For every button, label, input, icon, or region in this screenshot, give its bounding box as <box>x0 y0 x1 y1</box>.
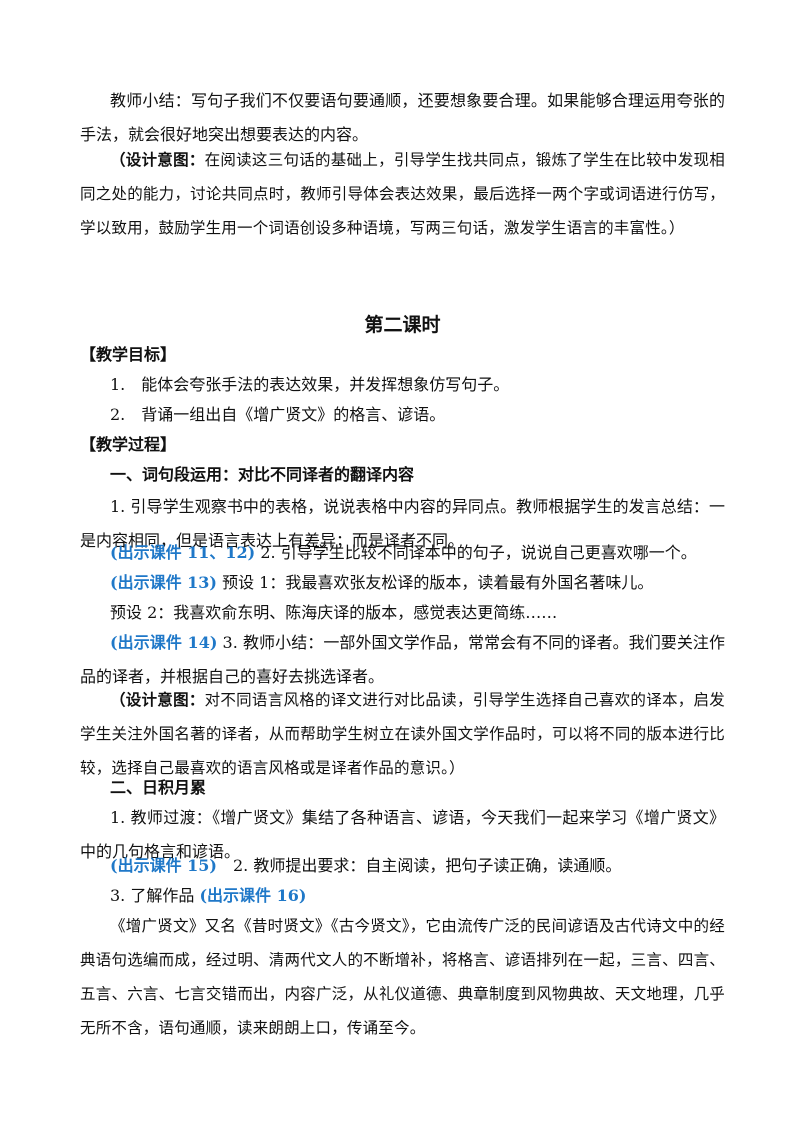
courseware-ref: (出示课件 13) <box>110 573 217 592</box>
section-2-step-2-text: 2. 教师提出要求：自主阅读，把句子读正确，读通顺。 <box>216 856 622 875</box>
process-heading: 【教学过程】 <box>80 435 177 454</box>
courseware-ref: (出示课件 15) <box>110 856 217 875</box>
work-introduction: 《增广贤文》又名《昔时贤文》《古今贤文》，它由流传广泛的民间谚语及古代诗文中的经… <box>80 909 725 1045</box>
section-2-step-3: 3. 了解作品 (出示课件 16) <box>80 879 725 913</box>
teacher-summary-text: 教师小结：写句子我们不仅要语句要通顺，还要想象要合理。如果能够合理运用夸张的手法… <box>80 91 725 144</box>
section-2-step-1-text: 1. 教师过渡：《增广贤文》集结了各种语言、谚语，今天我们一起来学习《增广贤文》… <box>80 808 725 861</box>
section-1-step-2-text: 2. 引导学生比较不同译本中的句子，说说自己更喜欢哪一个。 <box>255 543 697 562</box>
section-1-step-3: (出示课件 14) 3. 教师小结：一部外国文学作品，常常会有不同的译者。我们要… <box>80 626 725 694</box>
design-intent-label: （设计意图： <box>110 150 205 169</box>
section-1-step-1: 1. 引导学生观察书中的表格，说说表格中内容的异同点。教师根据学生的发言总结：一… <box>80 490 725 558</box>
design-intent-text: 在阅读这三句话的基础上，引导学生找共同点，锻炼了学生在比较中发现相同之处的能力，… <box>80 151 725 237</box>
design-intent-label: （设计意图： <box>110 690 205 709</box>
section-1-heading: 一、词句段运用：对比不同译者的翻译内容 <box>110 465 415 484</box>
section-1-step-3-text: 3. 教师小结：一部外国文学作品，常常会有不同的译者。我们要关注作品的译者，并根… <box>80 633 725 686</box>
preset-2: 预设 2：我喜欢俞东明、陈海庆译的版本，感觉表达更简练…… <box>110 603 558 622</box>
courseware-ref: (出示课件 11、12) <box>110 543 256 562</box>
work-introduction-text: 《增广贤文》又名《昔时贤文》《古今贤文》，它由流传广泛的民间谚语及古代诗文中的经… <box>80 917 725 1037</box>
goal-item: 1. 能体会夸张手法的表达效果，并发挥想象仿写句子。 <box>110 375 510 394</box>
preset-1-text: 预设 1：我最喜欢张友松译的版本，读着最有外国名著味儿。 <box>216 573 654 592</box>
goal-item: 2. 背诵一组出自《增广贤文》的格言、谚语。 <box>110 405 446 424</box>
section-1-step-1-text: 1. 引导学生观察书中的表格，说说表格中内容的异同点。教师根据学生的发言总结：一… <box>80 497 725 550</box>
section-2-heading: 二、日积月累 <box>110 778 207 797</box>
section-2-step-3-text: 3. 了解作品 <box>110 886 200 905</box>
section-2-step-1: 1. 教师过渡：《增广贤文》集结了各种语言、谚语，今天我们一起来学习《增广贤文》… <box>80 801 725 869</box>
design-intent-text: 对不同语言风格的译文进行对比品读，引导学生选择自己喜欢的译本，启发学生关注外国名… <box>80 691 725 777</box>
courseware-ref: (出示课件 14) <box>110 633 218 652</box>
design-intent-paragraph-2: （设计意图：对不同语言风格的译文进行对比品读，引导学生选择自己喜欢的译本，启发学… <box>80 683 725 785</box>
goals-heading: 【教学目标】 <box>80 345 177 364</box>
section-2-step-2: (出示课件 15) 2. 教师提出要求：自主阅读，把句子读正确，读通顺。 <box>80 849 725 883</box>
preset-1: (出示课件 13) 预设 1：我最喜欢张友松译的版本，读着最有外国名著味儿。 <box>80 566 725 600</box>
lesson-title: 第二课时 <box>364 314 441 336</box>
courseware-ref: (出示课件 16) <box>199 886 307 905</box>
teacher-summary-paragraph: 教师小结：写句子我们不仅要语句要通顺，还要想象要合理。如果能够合理运用夸张的手法… <box>80 84 725 152</box>
section-1-step-2: (出示课件 11、12) 2. 引导学生比较不同译本中的句子，说说自己更喜欢哪一… <box>80 536 725 570</box>
design-intent-paragraph-1: （设计意图：在阅读这三句话的基础上，引导学生找共同点，锻炼了学生在比较中发现相同… <box>80 143 725 245</box>
